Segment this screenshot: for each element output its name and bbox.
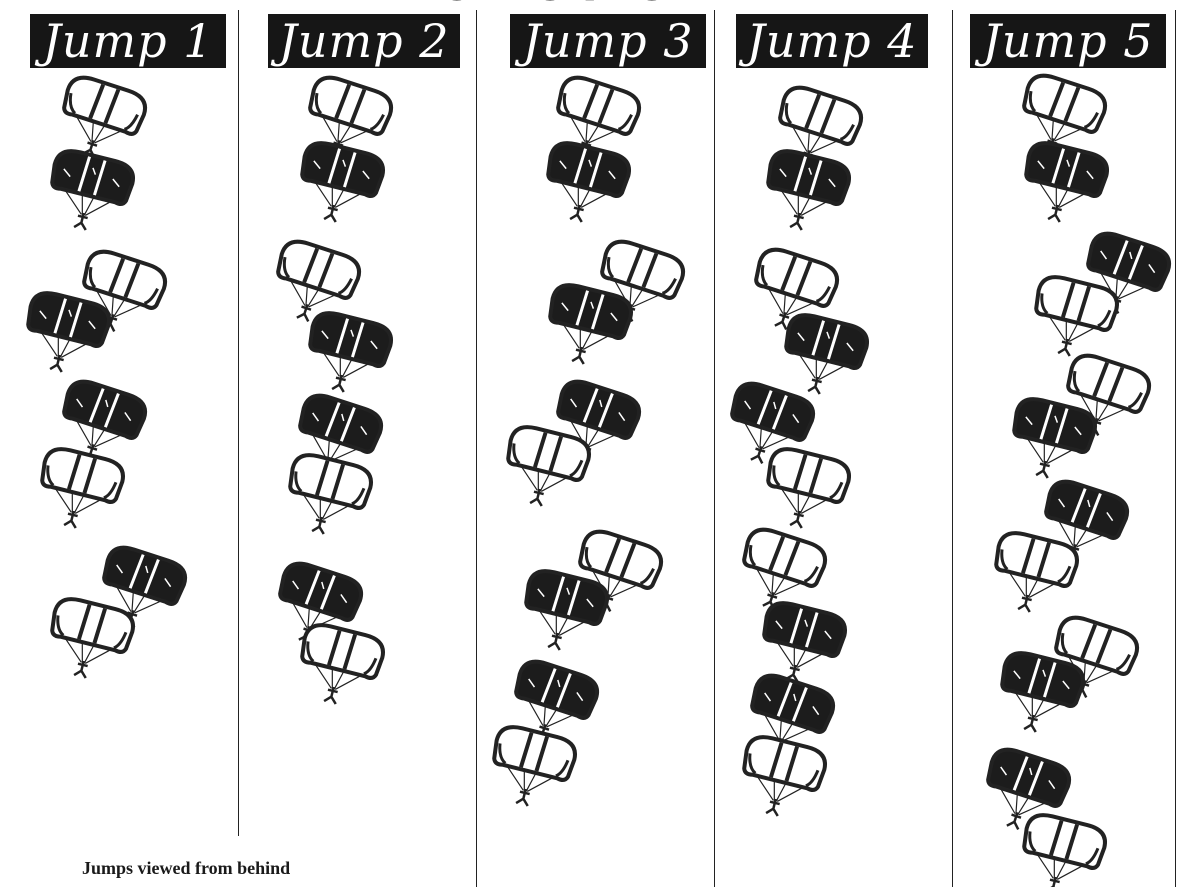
parachute-canopy-light-icon — [1013, 811, 1109, 887]
parachute-canopy-dark-icon — [17, 289, 113, 380]
parachute-canopy-dark-icon — [537, 139, 633, 230]
parachute-canopy-dark-icon — [1015, 139, 1111, 230]
parachute-canopy-dark-icon — [539, 281, 635, 372]
parachute-canopy-light-icon — [985, 529, 1081, 620]
parachute-canopy-dark-icon — [775, 311, 871, 402]
parachute-canopy-light-icon — [41, 595, 137, 686]
parachute-canopy-light-icon — [1025, 273, 1121, 364]
parachute-canopy-dark-icon — [515, 567, 611, 658]
parachute-canopy-light-icon — [733, 733, 829, 824]
parachute-canopy-dark-icon — [757, 147, 853, 238]
parachute-canopy-light-icon — [757, 445, 853, 536]
parachute-canopy-light-icon — [291, 621, 387, 712]
parachute-canopy-dark-icon — [299, 309, 395, 400]
parachute-canopy-light-icon — [31, 445, 127, 536]
parachute-canopy-dark-icon — [291, 139, 387, 230]
figure-caption: Jumps viewed from behind — [82, 858, 290, 879]
parachute-canopy-light-icon — [279, 451, 375, 542]
parachute-canopy-dark-icon — [1003, 395, 1099, 486]
parachute-canopy-light-icon — [483, 723, 579, 814]
parachute-canopy-light-icon — [497, 423, 593, 514]
parachute-canopy-dark-icon — [41, 147, 137, 238]
